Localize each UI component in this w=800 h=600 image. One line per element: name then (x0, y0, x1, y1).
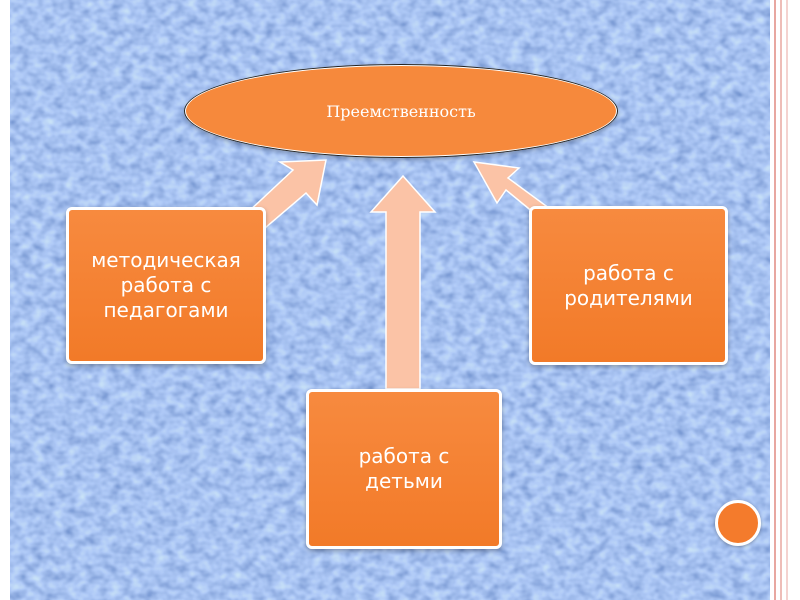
box-methodical-label: методическая работа с педагогами (91, 248, 241, 322)
center-node-label: Преемственность (326, 101, 476, 121)
arrow-left-to-center (245, 159, 327, 236)
box-work-with-children: работа с детьми (306, 389, 502, 549)
box-children-label: работа с детьми (358, 444, 450, 493)
box-parents-label: работа с родителями (564, 260, 693, 310)
decorative-circle (715, 500, 761, 546)
box-work-with-parents: работа с родителями (529, 206, 728, 365)
box-methodical-work: методическая работа с педагогами (66, 207, 266, 364)
center-node: Преемственность (184, 64, 618, 158)
right-edge-lines (774, 0, 788, 600)
arrow-bottom-to-center (369, 174, 437, 390)
